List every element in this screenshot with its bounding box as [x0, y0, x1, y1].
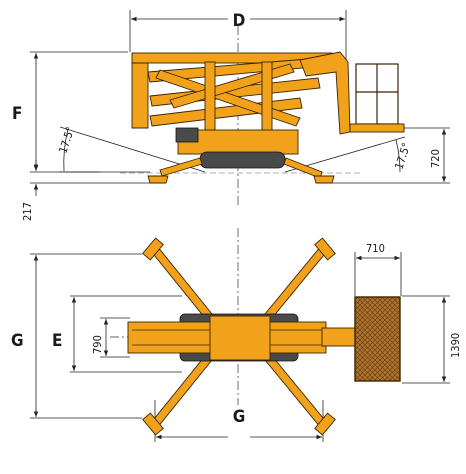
dim-710-label: 710: [366, 242, 385, 255]
jib-arm: [299, 51, 351, 135]
dimension-g-horizontal: G: [154, 400, 324, 442]
dimension-720: 720: [330, 127, 450, 184]
lift-side-illustration: [120, 51, 405, 184]
dim-g-horizontal-label: G: [233, 407, 246, 427]
outrigger-bottom-right: [264, 355, 336, 436]
dimension-217: 217: [21, 160, 150, 221]
jib-top-view: [321, 327, 357, 347]
dim-217-label: 217: [21, 202, 34, 221]
dim-790-label: 790: [91, 335, 104, 354]
turret: [209, 315, 271, 361]
dim-e-label: E: [52, 331, 62, 351]
dimension-e: E: [52, 295, 182, 373]
dim-g-vertical-label: G: [11, 331, 24, 351]
boom-left-end: [131, 62, 149, 129]
outrigger-foot-right: [313, 175, 335, 184]
dim-1390-label: 1390: [449, 333, 462, 358]
outrigger-bottom-left: [142, 355, 213, 436]
track-side: [199, 151, 286, 169]
dimension-1390: 1390: [402, 295, 462, 384]
side-view: D F 217 720 17.5°: [12, 10, 450, 221]
top-view: G E 790 710 1390: [11, 228, 462, 442]
dimension-g-vertical: G: [11, 253, 142, 419]
lift-top-illustration: [127, 237, 401, 436]
dimension-710: 710: [354, 242, 402, 296]
dimension-790: 790: [91, 317, 130, 358]
outrigger-top-right: [264, 237, 336, 319]
basket-side: [349, 63, 405, 133]
dimension-f: F: [12, 51, 128, 170]
dim-f-label: F: [12, 104, 22, 124]
basket-top-view: [354, 296, 401, 382]
dimension-d: D: [129, 10, 347, 62]
outrigger-top-left: [142, 237, 213, 319]
angle-left-label: 17.5°: [56, 125, 77, 155]
outrigger-foot-left: [147, 175, 169, 184]
dim-720-label: 720: [429, 149, 442, 168]
dim-d-label: D: [233, 11, 246, 31]
angle-right-label: 17.5°: [392, 141, 413, 171]
